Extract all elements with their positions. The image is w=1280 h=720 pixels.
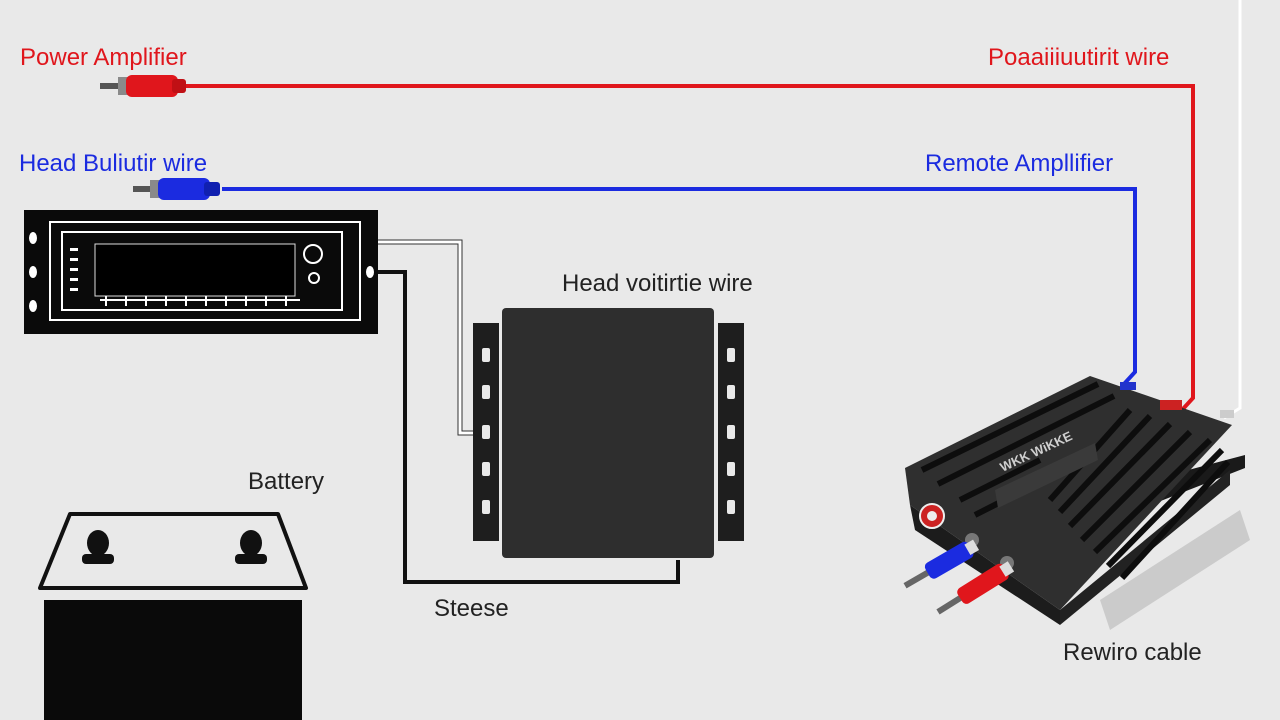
ground-wire	[378, 270, 680, 584]
stereo-module-icon	[473, 308, 744, 558]
label-remote-cable: Rewiro cable	[1063, 639, 1202, 666]
rca-plug-blue-icon	[133, 178, 220, 200]
rca-plug-red-icon	[100, 75, 186, 97]
battery-icon	[38, 512, 308, 720]
label-battery: Battery	[248, 468, 325, 495]
power-wire	[185, 84, 1195, 412]
label-power-amplifier: Power Amplifier	[20, 44, 187, 71]
label-remote-amplifier: Remote Ampllifier	[925, 150, 1114, 177]
label-stereo: Steese	[434, 595, 509, 622]
label-positive-wire: Poaaiiiuutirit wire	[988, 44, 1170, 71]
head-unit-icon	[24, 210, 378, 334]
remote-wire	[222, 187, 1137, 386]
label-head-unit-wire-center: Head voitirtie wire	[562, 270, 753, 297]
label-head-unit-wire-left: Head Buliutir wire	[19, 150, 208, 177]
amplifier-icon	[903, 376, 1250, 630]
